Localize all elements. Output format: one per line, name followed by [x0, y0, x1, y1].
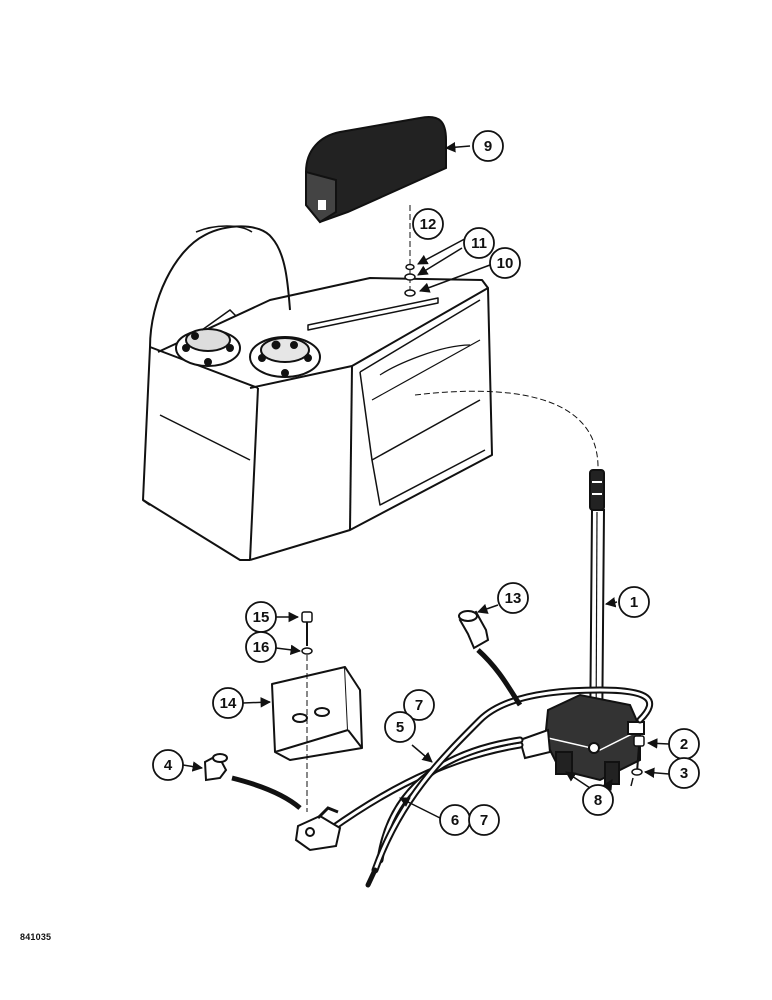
callout-3: 3 — [668, 757, 700, 789]
callout-label: 16 — [253, 639, 270, 656]
washer-part-11 — [404, 273, 416, 281]
callout-7-upper: 7 — [403, 689, 435, 721]
bolt-part-15 — [301, 611, 313, 646]
hoses-part-5-6-7 — [326, 686, 654, 888]
callout-15: 15 — [245, 601, 277, 633]
control-valve-part-8 — [518, 693, 645, 785]
washer-part-16 — [301, 647, 313, 655]
callout-label: 7 — [480, 812, 488, 829]
leader-lines — [182, 141, 670, 819]
callout-6-lower: 6 — [439, 804, 471, 836]
callout-16: 16 — [245, 631, 277, 663]
washer-part-3 — [630, 768, 643, 787]
washer-part-12 — [405, 263, 415, 271]
callout-label: 10 — [497, 255, 514, 272]
hydraulic-tank — [142, 225, 493, 561]
callout-label: 14 — [220, 695, 237, 712]
callout-label: 4 — [164, 757, 173, 774]
elbow-fitting-part-13 — [458, 610, 490, 650]
callout-5: 5 — [384, 711, 416, 743]
callout-label: 15 — [253, 609, 270, 626]
callout-label: 9 — [484, 138, 492, 155]
callout-label: 13 — [505, 590, 522, 607]
callout-1: 1 — [618, 586, 650, 618]
callout-9: 9 — [472, 130, 504, 162]
callout-label: 2 — [680, 736, 688, 753]
callout-label: 7 — [415, 697, 423, 714]
filler-cap-right — [249, 336, 321, 378]
callout-label: 3 — [680, 765, 688, 782]
callout-2: 2 — [668, 728, 700, 760]
elbow-fitting-part-4 — [203, 753, 228, 782]
callout-14: 14 — [212, 687, 244, 719]
callout-4: 4 — [152, 749, 184, 781]
callout-label: 6 — [451, 812, 459, 829]
bracket-part-14 — [271, 666, 363, 761]
callout-8: 8 — [582, 784, 614, 816]
figure-id: 841035 — [20, 932, 52, 942]
callout-13: 13 — [497, 582, 529, 614]
callout-label: 11 — [471, 235, 487, 252]
callout-label: 12 — [420, 216, 437, 233]
callout-11: 11 — [463, 227, 495, 259]
callout-label: 8 — [594, 792, 602, 809]
callout-bubbles: 9 12 11 10 13 1 15 16 — [152, 130, 700, 836]
callout-label: 1 — [630, 594, 638, 611]
filler-cap-left — [175, 309, 241, 367]
bolt-part-2 — [633, 735, 645, 773]
bolt-part-10 — [404, 289, 416, 297]
cover-part-9 — [305, 116, 447, 224]
callout-10: 10 — [489, 247, 521, 279]
callout-label: 5 — [396, 719, 404, 736]
callout-12: 12 — [412, 208, 444, 240]
hose-mount-plate — [294, 806, 342, 852]
callout-7-lower: 7 — [468, 804, 500, 836]
